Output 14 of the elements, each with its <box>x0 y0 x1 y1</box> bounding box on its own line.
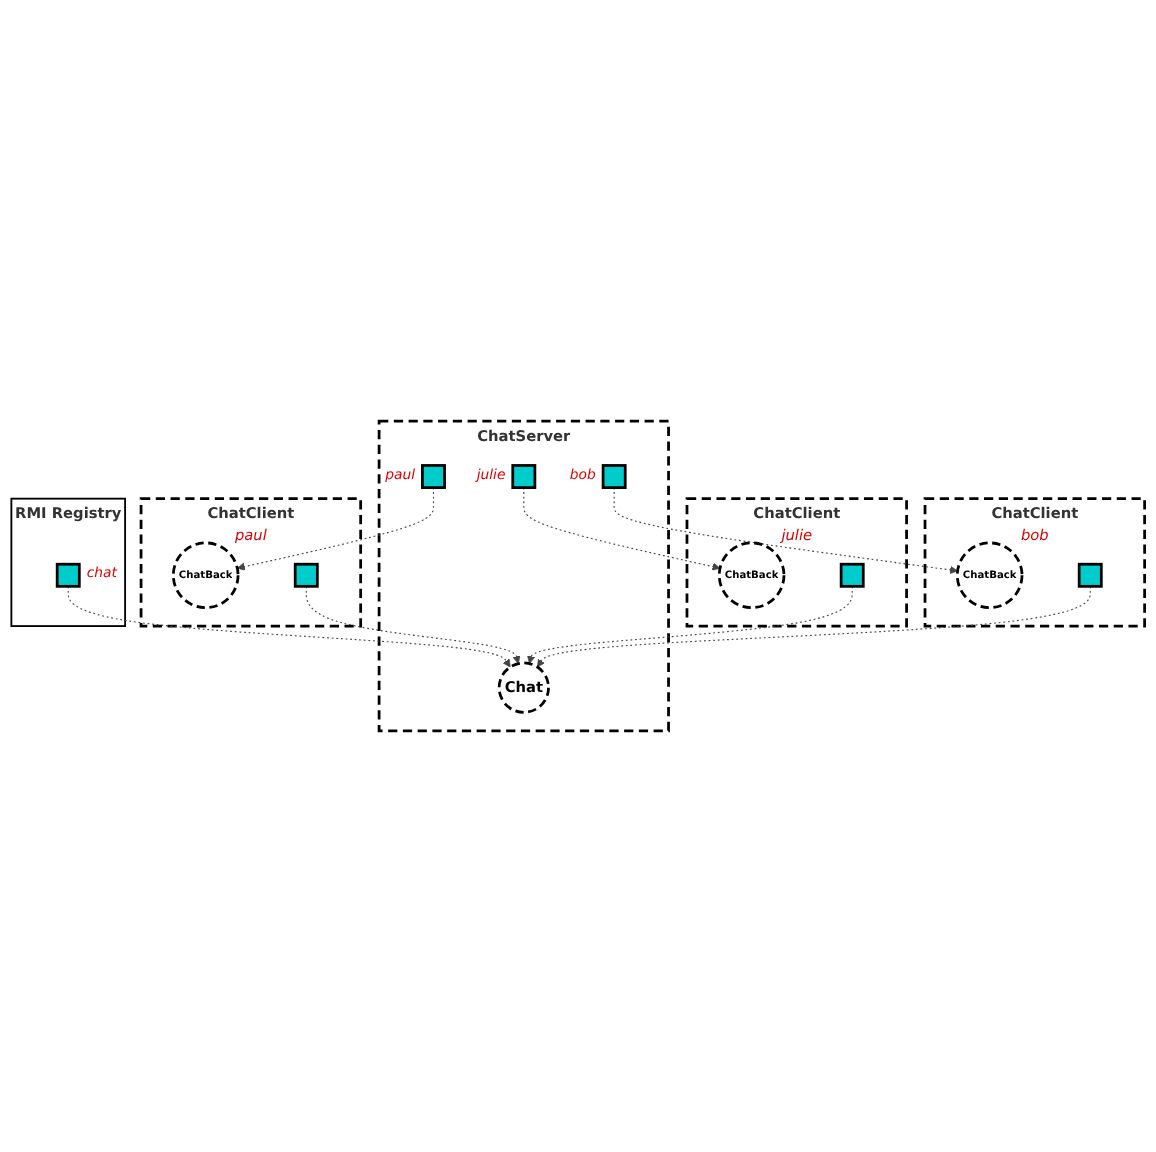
arrow <box>236 487 435 571</box>
arrow <box>527 585 853 664</box>
node-box <box>55 562 81 588</box>
arrow <box>613 487 958 574</box>
node-box <box>421 464 446 489</box>
arrow <box>537 585 1091 668</box>
arrow <box>67 585 511 668</box>
node-box <box>601 464 627 489</box>
node-box <box>511 464 537 489</box>
arrow <box>523 487 721 571</box>
node-box <box>293 562 319 588</box>
node-box <box>839 562 865 588</box>
arrow <box>305 585 521 664</box>
node-box <box>1077 562 1103 588</box>
